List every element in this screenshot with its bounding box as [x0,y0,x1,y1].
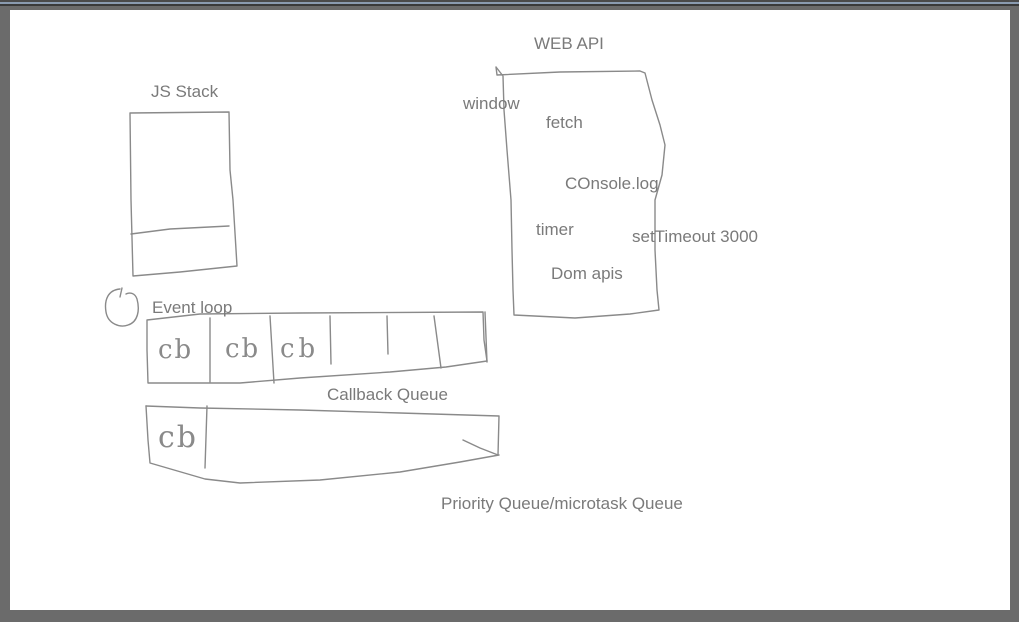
window-label: window [463,94,520,113]
callback-cell-3: cb [280,334,320,364]
dom-apis-label: Dom apis [551,264,623,283]
web-api-label: WEB API [534,34,604,53]
callback-cell-2: cb [225,334,261,364]
whiteboard-canvas[interactable] [10,10,1010,610]
event-loop-icon [104,287,139,327]
web-api-box [495,66,666,319]
timer-label: timer [536,220,574,239]
event-loop-label: Event loop [152,298,233,317]
callback-queue-label: Callback Queue [327,385,448,404]
js-stack-label: JS Stack [151,82,219,101]
callback-queue-box [146,311,488,384]
window-title-bar [0,0,1019,9]
set-timeout-label: setTimeout 3000 [632,227,758,246]
microtask-cell-1: cb [158,420,199,455]
microtask-queue-box [145,405,500,484]
js-stack-box [129,111,238,277]
console-log-label: COnsole.log [565,174,659,193]
fetch-label: fetch [546,113,583,132]
priority-queue-label: Priority Queue/microtask Queue [441,494,683,513]
callback-cell-1: cb [158,335,194,365]
